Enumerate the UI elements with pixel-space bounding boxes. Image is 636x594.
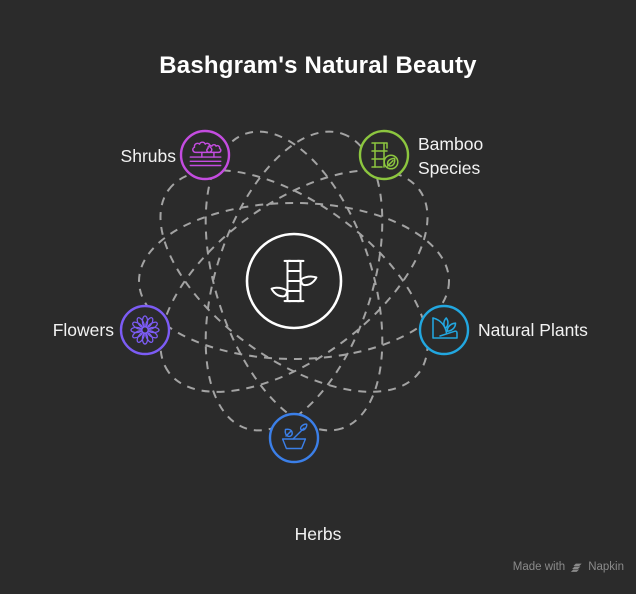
node-shrubs[interactable] xyxy=(179,129,231,181)
page-title: Bashgram's Natural Beauty xyxy=(159,52,477,79)
orbit-ellipse-4 xyxy=(159,169,429,393)
node-label-herbs: Herbs xyxy=(294,524,342,544)
node-label-flowers: Flowers xyxy=(52,320,114,340)
node-shrubs-circle xyxy=(179,129,231,181)
orbit-ellipse-5 xyxy=(204,130,384,432)
node-natural-plants[interactable] xyxy=(418,304,470,356)
orbit-ellipse-group xyxy=(138,130,450,432)
watermark-prefix: Made with xyxy=(512,561,566,573)
node-label-bamboo-species: Bamboo Species xyxy=(418,134,484,178)
node-bamboo-species[interactable] xyxy=(358,129,410,181)
napkin-chevrons-icon xyxy=(570,561,583,574)
watermark-brand: Napkin xyxy=(588,561,624,573)
node-label-shrubs: Shrubs xyxy=(120,146,176,166)
orbit-ellipse-2 xyxy=(204,130,384,432)
node-flowers-circle xyxy=(119,304,171,356)
node-herbs[interactable] xyxy=(268,412,320,464)
center-node[interactable] xyxy=(245,232,343,330)
node-label-natural-plants: Natural Plants xyxy=(478,320,588,340)
node-flowers[interactable] xyxy=(119,304,171,356)
node-natural-plants-circle xyxy=(418,304,470,356)
orbit-ellipse-3 xyxy=(159,169,429,393)
orbit-ellipse-1 xyxy=(138,202,450,360)
napkin-watermark: Made with Napkin xyxy=(513,560,624,574)
